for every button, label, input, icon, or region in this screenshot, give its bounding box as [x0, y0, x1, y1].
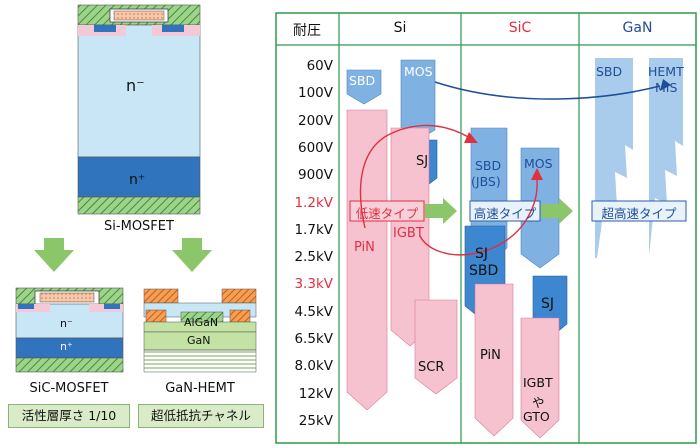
device-structures — [15, 4, 257, 373]
gan-sbd-label: SBD — [596, 64, 623, 79]
si-sbd-label: SBD — [349, 73, 376, 88]
sic-jbs-label: (JBS) — [471, 174, 501, 189]
header-sic: SiC — [508, 20, 532, 36]
si-igbt-label: IGBT — [393, 226, 424, 241]
header-gan: GaN — [622, 20, 653, 36]
si-sbd-shape — [346, 69, 382, 105]
si-pin-label: PiN — [354, 240, 375, 255]
arrow-down-gan — [172, 238, 212, 272]
voltage-12: 12kV — [298, 385, 333, 402]
sic-mos-label: MOS — [524, 156, 553, 171]
sic-sjsbd-label-1: SJ — [475, 246, 489, 262]
voltage-6: 1.7kV — [294, 221, 333, 238]
gan-hemt-shape — [649, 58, 683, 256]
voltage-table — [275, 12, 697, 444]
ultra-speed-box — [591, 200, 687, 222]
sic-sj-label: SJ — [541, 296, 555, 312]
sic-igbt-shape — [520, 317, 560, 439]
gan-note: 超低抵抗チャネル — [138, 404, 264, 428]
si-pin-shape — [346, 109, 388, 411]
ultra-speed-label: 超高速タイプ — [601, 206, 677, 221]
sic-mosfet-structure — [15, 287, 124, 373]
si-substrate-label: n⁺ — [129, 172, 146, 188]
sic-igbt-label-1: IGBT — [523, 375, 553, 390]
gan-barrier-label: AlGaN — [184, 316, 219, 329]
sic-note: 活性層厚さ 1/10 — [8, 404, 130, 428]
low-speed-box — [349, 200, 425, 222]
sic-pin-label: PiN — [480, 348, 501, 363]
voltage-13: 25kV — [298, 412, 333, 429]
voltage-10: 6.5kV — [294, 331, 333, 347]
sic-substrate-label: n⁺ — [60, 340, 73, 353]
red-curve-igbt-mos — [419, 177, 538, 256]
voltage-2: 200V — [297, 112, 333, 129]
si-mosfet-structure — [77, 4, 201, 215]
sic-drift-label: n⁻ — [60, 317, 73, 330]
voltage-11: 8.0kV — [294, 358, 333, 375]
gan-hemt-structure — [143, 288, 257, 373]
sic-igbt-label-3: GTO — [523, 409, 550, 424]
sic-igbt-label-2: や — [532, 395, 545, 410]
voltage-7: 2.5kV — [294, 249, 333, 266]
gan-channel-label: GaN — [187, 334, 211, 347]
gan-sbd-shape — [595, 58, 633, 258]
si-mos-label: MOS — [404, 64, 433, 79]
header-si: Si — [393, 20, 407, 36]
sic-sjsbd-label-2: SBD — [469, 263, 499, 279]
gan-hemt-label-2: MIS — [655, 80, 678, 95]
speed-arrow-2 — [541, 198, 573, 224]
high-speed-label: 高速タイプ — [473, 206, 537, 221]
voltage-0: 60V — [306, 58, 333, 74]
voltage-5: 1.2kV — [294, 194, 333, 211]
arrow-down-sic — [34, 238, 74, 272]
si-sj-label: SJ — [416, 154, 429, 169]
sic-pin-shape — [474, 283, 514, 437]
si-drift-label: n⁻ — [126, 76, 145, 95]
header-voltage: 耐圧 — [293, 23, 321, 39]
red-curve-pin-sbd — [359, 124, 471, 229]
voltage-8: 3.3kV — [294, 276, 333, 293]
voltage-4: 900V — [297, 167, 333, 184]
high-speed-box — [469, 200, 541, 222]
voltage-1: 100V — [297, 85, 333, 102]
voltage-9: 4.5kV — [294, 303, 333, 320]
sic-mosfet-caption: SiC-MOSFET — [29, 381, 109, 396]
si-scr-label: SCR — [418, 360, 445, 375]
gan-hemt-caption: GaN-HEMT — [165, 381, 235, 396]
si-mosfet-caption: Si-MOSFET — [104, 219, 174, 234]
gan-hemt-label-1: HEMT — [648, 64, 684, 79]
low-speed-label: 低速タイプ — [355, 206, 419, 221]
sic-sbd-label: SBD — [475, 158, 502, 173]
si-scr-shape — [414, 299, 458, 395]
speed-arrow-1 — [425, 198, 457, 224]
navy-curve-mos-hemt — [434, 81, 661, 100]
voltage-3: 600V — [297, 139, 333, 156]
